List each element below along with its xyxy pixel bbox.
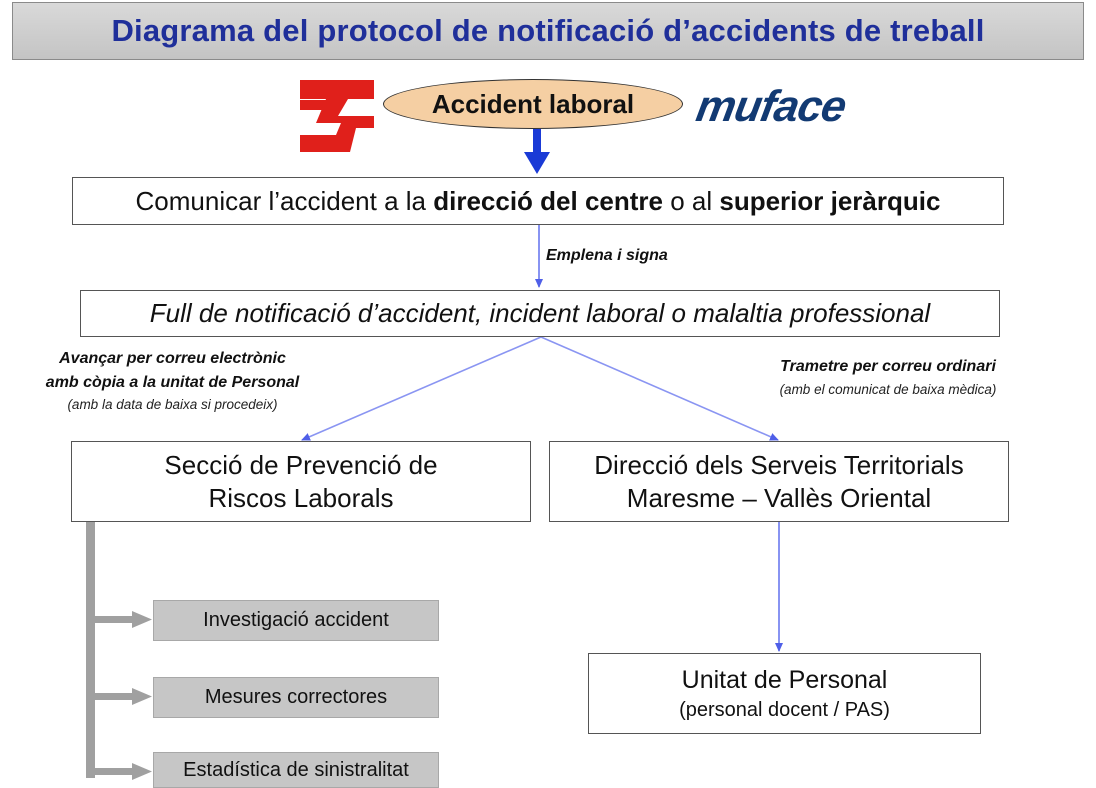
step-notification-form-box: Full de notificació d’accident, incident… bbox=[80, 290, 1000, 337]
step-communicate-text: Comunicar l’accident a la direcció del c… bbox=[136, 185, 941, 218]
left-branch-line1: Avançar per correu electrònic bbox=[59, 350, 286, 367]
muface-logo: muface bbox=[692, 82, 850, 131]
left-branch-annotation: Avançar per correu electrònic amb còpia … bbox=[0, 347, 345, 415]
main-down-arrow bbox=[524, 129, 550, 174]
label-emplena-text: Emplena i signa bbox=[546, 247, 668, 264]
right-branch-line1: Trametre per correu ordinari bbox=[780, 358, 996, 375]
start-node-label: Accident laboral bbox=[431, 88, 635, 119]
step1-bold-superior: superior jeràrquic bbox=[719, 185, 941, 216]
left-branch-line2: amb còpia a la unitat de Personal bbox=[45, 374, 300, 391]
arrow-to-left-box bbox=[301, 336, 542, 441]
prevention-section-line1: Secció de Prevenció de bbox=[164, 449, 438, 480]
page-title: Diagrama del protocol de notificació d’a… bbox=[111, 13, 985, 48]
territorial-services-line2: Maresme – Vallès Oriental bbox=[626, 482, 932, 513]
territorial-services-line1: Direcció dels Serveis Territorials bbox=[594, 449, 964, 480]
action-statistics: Estadística de sinistralitat bbox=[153, 752, 439, 788]
right-branch-annotation: Trametre per correu ordinari (amb el com… bbox=[720, 354, 1056, 400]
personnel-unit-line1: Unitat de Personal bbox=[681, 665, 888, 694]
action-statistics-label: Estadística de sinistralitat bbox=[183, 758, 409, 781]
action-corrective-label: Mesures correctores bbox=[204, 686, 388, 708]
territorial-services-box: Direcció dels Serveis Territorials Mares… bbox=[549, 441, 1009, 522]
right-branch-note: (amb el comunicat de baixa mèdica) bbox=[779, 382, 997, 397]
grey-action-tree bbox=[86, 522, 152, 780]
red-stylized-logo bbox=[300, 80, 374, 152]
arrow-to-right-box bbox=[540, 336, 779, 441]
step1-bold-centre: direcció del centre bbox=[433, 185, 663, 216]
action-investigation: Investigació accident bbox=[153, 600, 439, 641]
start-node-accident: Accident laboral bbox=[383, 79, 683, 129]
prevention-section-box: Secció de Prevenció de Riscos Laborals bbox=[71, 441, 531, 522]
step-communicate-box: Comunicar l’accident a la direcció del c… bbox=[72, 177, 1004, 225]
personnel-unit-line2: (personal docent / PAS) bbox=[679, 698, 890, 721]
personnel-unit-box: Unitat de Personal (personal docent / PA… bbox=[588, 653, 981, 734]
step1-text-middle: o al bbox=[663, 185, 720, 216]
page-title-bar: Diagrama del protocol de notificació d’a… bbox=[12, 2, 1084, 60]
step1-text-part: Comunicar l’accident a la bbox=[135, 185, 434, 216]
step-notification-form-text: Full de notificació d’accident, incident… bbox=[149, 298, 931, 328]
action-investigation-label: Investigació accident bbox=[203, 609, 389, 631]
prevention-section-line2: Riscos Laborals bbox=[208, 482, 394, 513]
left-branch-note: (amb la data de baixa si procedeix) bbox=[67, 397, 278, 412]
action-corrective-measures: Mesures correctores bbox=[153, 677, 439, 718]
label-emplena-i-signa: Emplena i signa bbox=[546, 247, 716, 265]
